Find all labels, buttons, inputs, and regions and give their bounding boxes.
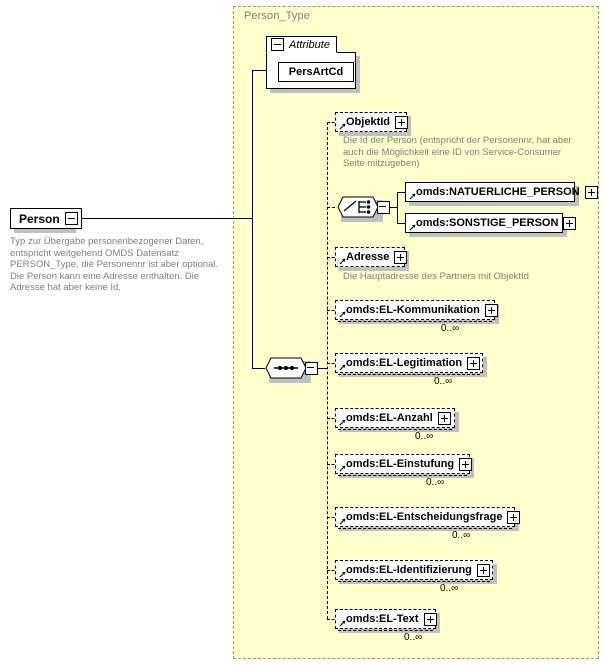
- element-objektid-annotation: Die Id der Person (entspricht der Person…: [343, 135, 572, 169]
- reference-arrow-icon: [339, 123, 346, 130]
- attribute-persartcd-label: PersArtCd: [288, 66, 344, 78]
- attribute-persartcd[interactable]: PersArtCd: [278, 62, 354, 82]
- element-natuerliche-person[interactable]: omds:NATUERLICHE_PERSON: [405, 182, 598, 202]
- element-sonstige-person-label: omds:SONSTIGE_PERSON: [416, 217, 559, 229]
- collapse-toggle-sequence[interactable]: [305, 362, 318, 375]
- reference-arrow-icon: [339, 518, 346, 525]
- element-el-kommunikation[interactable]: omds:EL-Kommunikation: [335, 300, 498, 320]
- reference-arrow-icon: [339, 620, 346, 627]
- connector-choice-spine: [397, 192, 398, 223]
- root-annotation: Typ zur Übergabe personenbezogener Daten…: [10, 236, 219, 293]
- element-el-identifizierung-label: omds:EL-Identifizierung: [346, 564, 472, 576]
- expand-toggle-objektid[interactable]: [395, 115, 409, 129]
- element-el-entscheidungsfrage[interactable]: omds:EL-Entscheidungsfrage: [335, 507, 521, 527]
- reference-arrow-icon: [339, 258, 346, 265]
- element-natuerliche-person-label: omds:NATUERLICHE_PERSON: [416, 186, 580, 198]
- connector-to-natuerliche-person: [397, 192, 405, 193]
- element-el-einstufung-repeat-line: [338, 475, 467, 476]
- element-el-text-repeat-line: [338, 630, 433, 631]
- element-adresse-label: Adresse: [346, 251, 390, 263]
- element-adresse[interactable]: Adresse: [335, 247, 408, 267]
- reference-arrow-icon: [339, 465, 346, 472]
- connector-to-adresse: [327, 257, 339, 258]
- reference-arrow-icon: [339, 311, 346, 318]
- element-el-einstufung-label: omds:EL-Einstufung: [346, 458, 455, 470]
- connector-to-el-identifizierung: [327, 570, 339, 571]
- sequence-compositor[interactable]: [265, 357, 307, 379]
- connector-trunk-to-attribute: [252, 70, 267, 71]
- reference-arrow-icon: [339, 571, 346, 578]
- connector-to-objektid: [327, 122, 339, 123]
- attribute-group-label: Attribute: [289, 38, 330, 51]
- element-objektid[interactable]: ObjektId: [335, 112, 409, 132]
- element-el-entscheidungsfrage-repeat-line: [338, 528, 512, 529]
- element-el-anzahl[interactable]: omds:EL-Anzahl: [335, 408, 455, 428]
- element-el-anzahl-cardinality: 0..∞: [415, 431, 434, 442]
- sequence-icon: [265, 357, 307, 379]
- expand-toggle-el-identifizierung[interactable]: [476, 563, 490, 577]
- expand-toggle-el-kommunikation[interactable]: [484, 303, 498, 317]
- reference-arrow-icon: [409, 224, 416, 231]
- element-el-identifizierung-repeat-line: [338, 581, 490, 582]
- connector-to-el-kommunikation: [327, 310, 339, 311]
- element-sonstige-person[interactable]: omds:SONSTIGE_PERSON: [405, 213, 577, 233]
- element-el-identifizierung[interactable]: omds:EL-Identifizierung: [335, 560, 493, 580]
- connector-to-el-entscheidungsfrage: [327, 517, 339, 518]
- connector-root-to-trunk: [76, 218, 252, 219]
- connector-to-el-text: [327, 619, 339, 620]
- element-el-anzahl-repeat-line: [338, 429, 452, 430]
- expand-toggle-natuerliche-person[interactable]: [584, 185, 598, 199]
- element-el-legitimation-cardinality: 0..∞: [434, 376, 453, 387]
- expand-toggle-adresse[interactable]: [394, 250, 408, 264]
- expand-toggle-el-einstufung[interactable]: [459, 457, 473, 471]
- expand-toggle-el-legitimation[interactable]: [467, 356, 481, 370]
- reference-arrow-icon: [339, 364, 346, 371]
- element-objektid-label: ObjektId: [346, 116, 391, 128]
- expand-toggle-el-anzahl[interactable]: [437, 411, 451, 425]
- connector-to-el-einstufung: [327, 464, 339, 465]
- connector-trunk-vertical: [252, 70, 253, 368]
- element-el-legitimation-label: omds:EL-Legitimation: [346, 357, 463, 369]
- person-type-title: Person_Type: [244, 10, 310, 22]
- expand-toggle-el-text[interactable]: [423, 612, 437, 626]
- element-el-anzahl-label: omds:EL-Anzahl: [346, 412, 433, 424]
- connector-trunk-to-sequence: [252, 368, 265, 369]
- connector-choice-out: [388, 207, 397, 208]
- element-el-entscheidungsfrage-label: omds:EL-Entscheidungsfrage: [346, 511, 503, 523]
- collapse-toggle-choice[interactable]: [377, 201, 390, 214]
- root-element-person[interactable]: Person: [10, 208, 82, 229]
- attribute-group-tab[interactable]: Attribute: [266, 36, 337, 53]
- collapse-toggle-root[interactable]: [64, 212, 78, 225]
- element-el-kommunikation-label: omds:EL-Kommunikation: [346, 304, 480, 316]
- connector-to-choice: [327, 207, 335, 208]
- element-el-identifizierung-cardinality: 0..∞: [440, 583, 459, 594]
- root-element-label: Person: [19, 211, 60, 226]
- connector-to-sonstige-person: [397, 223, 405, 224]
- connector-sequence-out: [316, 368, 327, 369]
- connector-to-el-anzahl: [327, 418, 339, 419]
- reference-arrow-icon: [339, 419, 346, 426]
- person-type-container: [233, 6, 599, 659]
- element-el-kommunikation-cardinality: 0..∞: [441, 323, 460, 334]
- element-el-text[interactable]: omds:EL-Text: [335, 609, 437, 629]
- expand-toggle-el-entscheidungsfrage[interactable]: [507, 510, 521, 524]
- collapse-toggle-attribute[interactable]: [271, 38, 284, 51]
- expand-toggle-sonstige-person[interactable]: [563, 216, 577, 230]
- element-el-einstufung-cardinality: 0..∞: [426, 477, 445, 488]
- element-adresse-annotation: Die Hauptadresse des Partners mit Objekt…: [343, 271, 529, 282]
- element-el-einstufung[interactable]: omds:EL-Einstufung: [335, 454, 473, 474]
- choice-compositor[interactable]: [337, 196, 379, 218]
- element-el-text-cardinality: 0..∞: [404, 632, 423, 643]
- connector-to-el-legitimation: [327, 363, 339, 364]
- element-el-legitimation[interactable]: omds:EL-Legitimation: [335, 353, 483, 373]
- element-el-kommunikation-repeat-line: [338, 321, 492, 322]
- element-el-legitimation-repeat-line: [338, 374, 480, 375]
- element-el-text-label: omds:EL-Text: [346, 613, 419, 625]
- connector-children-spine: [327, 122, 328, 619]
- reference-arrow-icon: [409, 193, 416, 200]
- element-el-entscheidungsfrage-cardinality: 0..∞: [452, 530, 471, 541]
- choice-icon: [337, 196, 379, 218]
